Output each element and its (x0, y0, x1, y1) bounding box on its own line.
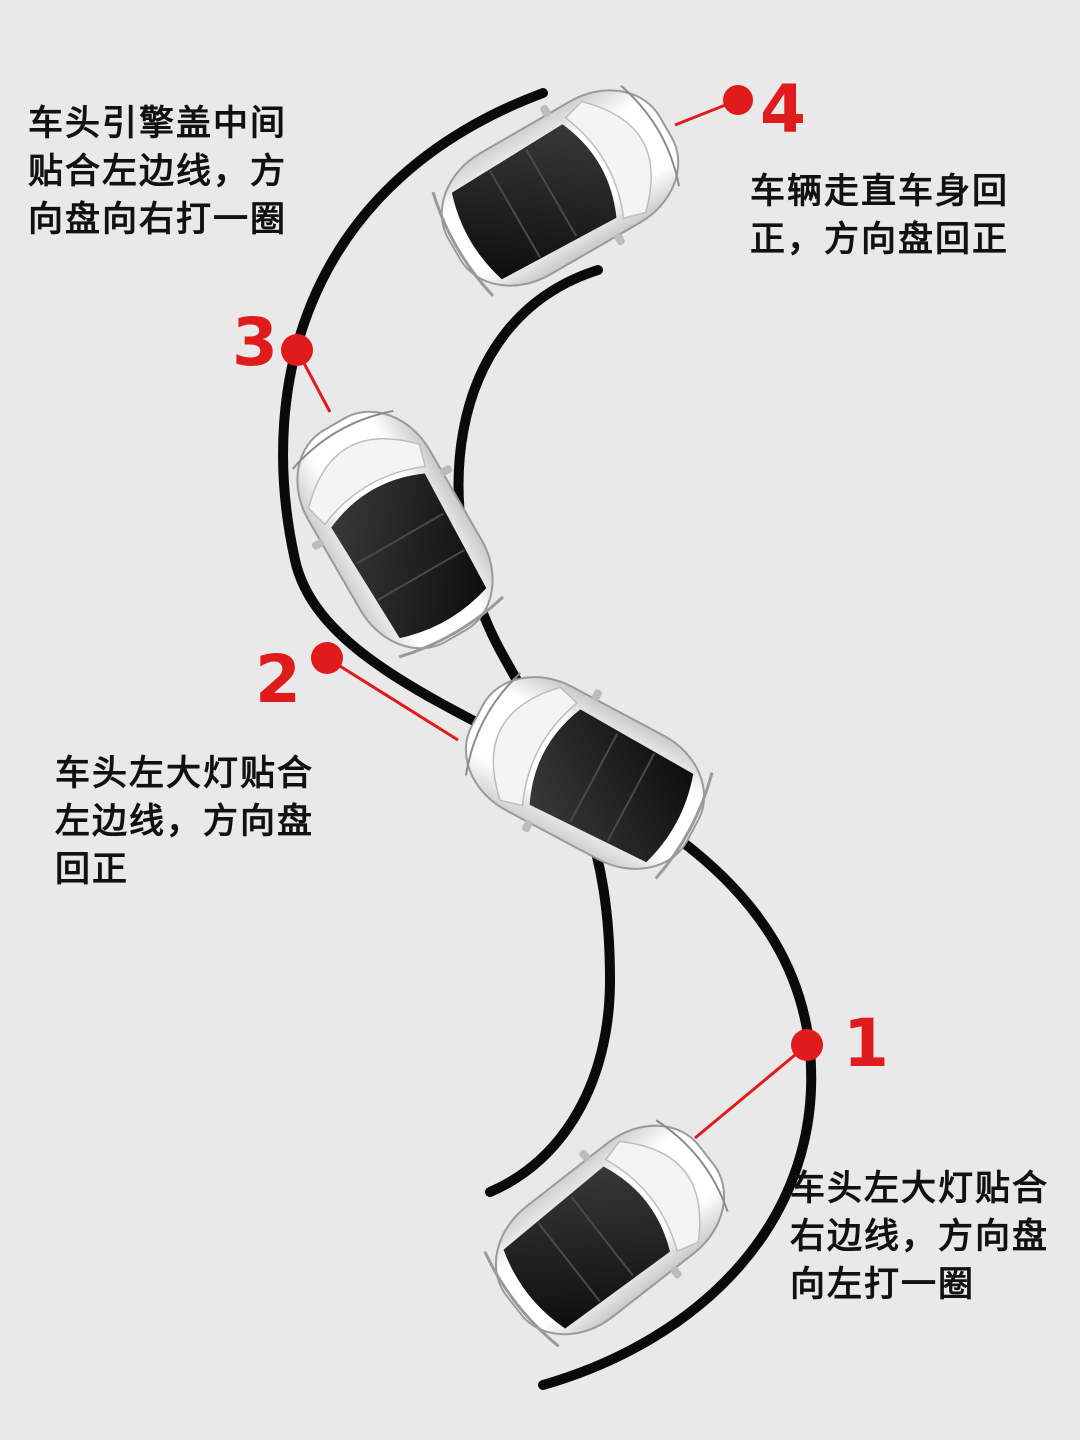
car-position-1 (463, 1090, 757, 1370)
caption-line: 向左打一圈 (790, 1265, 976, 1305)
caption-line: 车辆走直车身回 (750, 172, 1010, 212)
caption-line: 回正 (55, 850, 130, 890)
marker-2-dot (311, 642, 343, 674)
caption-line: 右边线，方向盘 (790, 1217, 1050, 1257)
car-position-2 (438, 643, 732, 903)
marker-1-connector (694, 1043, 808, 1140)
caption-line: 正，方向盘回正 (750, 220, 1010, 260)
marker-1-number: 1 (843, 1005, 889, 1082)
marker-2-connector (326, 656, 459, 742)
marker-1-dot (791, 1029, 823, 1061)
caption-line: 车头左大灯贴合 (55, 754, 315, 794)
marker-4-dot (723, 85, 753, 115)
car-top-view-icon (463, 1090, 757, 1370)
caption-line: 贴合左边线，方 (28, 152, 288, 192)
marker-3-number: 3 (232, 304, 278, 381)
marker-4-number: 4 (760, 71, 806, 148)
car-top-view-icon (438, 643, 732, 903)
car-top-view-icon (412, 56, 708, 320)
caption-line: 左边线，方向盘 (55, 802, 315, 842)
step1-caption: 车头左大灯贴合 右边线，方向盘 向左打一圈 (790, 1165, 1049, 1309)
step2-caption: 车头左大灯贴合 左边线，方向盘 回正 (55, 750, 314, 894)
caption-line: 车头左大灯贴合 (790, 1169, 1050, 1209)
step4-caption: 车辆走直车身回 正，方向盘回正 (750, 168, 1009, 264)
caption-line: 向盘向右打一圈 (28, 200, 288, 240)
marker-3-dot (281, 334, 313, 366)
caption-line: 车头引擎盖中间 (28, 104, 288, 144)
car-position-4 (412, 56, 708, 320)
step3-caption: 车头引擎盖中间 贴合左边线，方 向盘向右打一圈 (28, 100, 287, 244)
marker-2-number: 2 (255, 641, 301, 718)
